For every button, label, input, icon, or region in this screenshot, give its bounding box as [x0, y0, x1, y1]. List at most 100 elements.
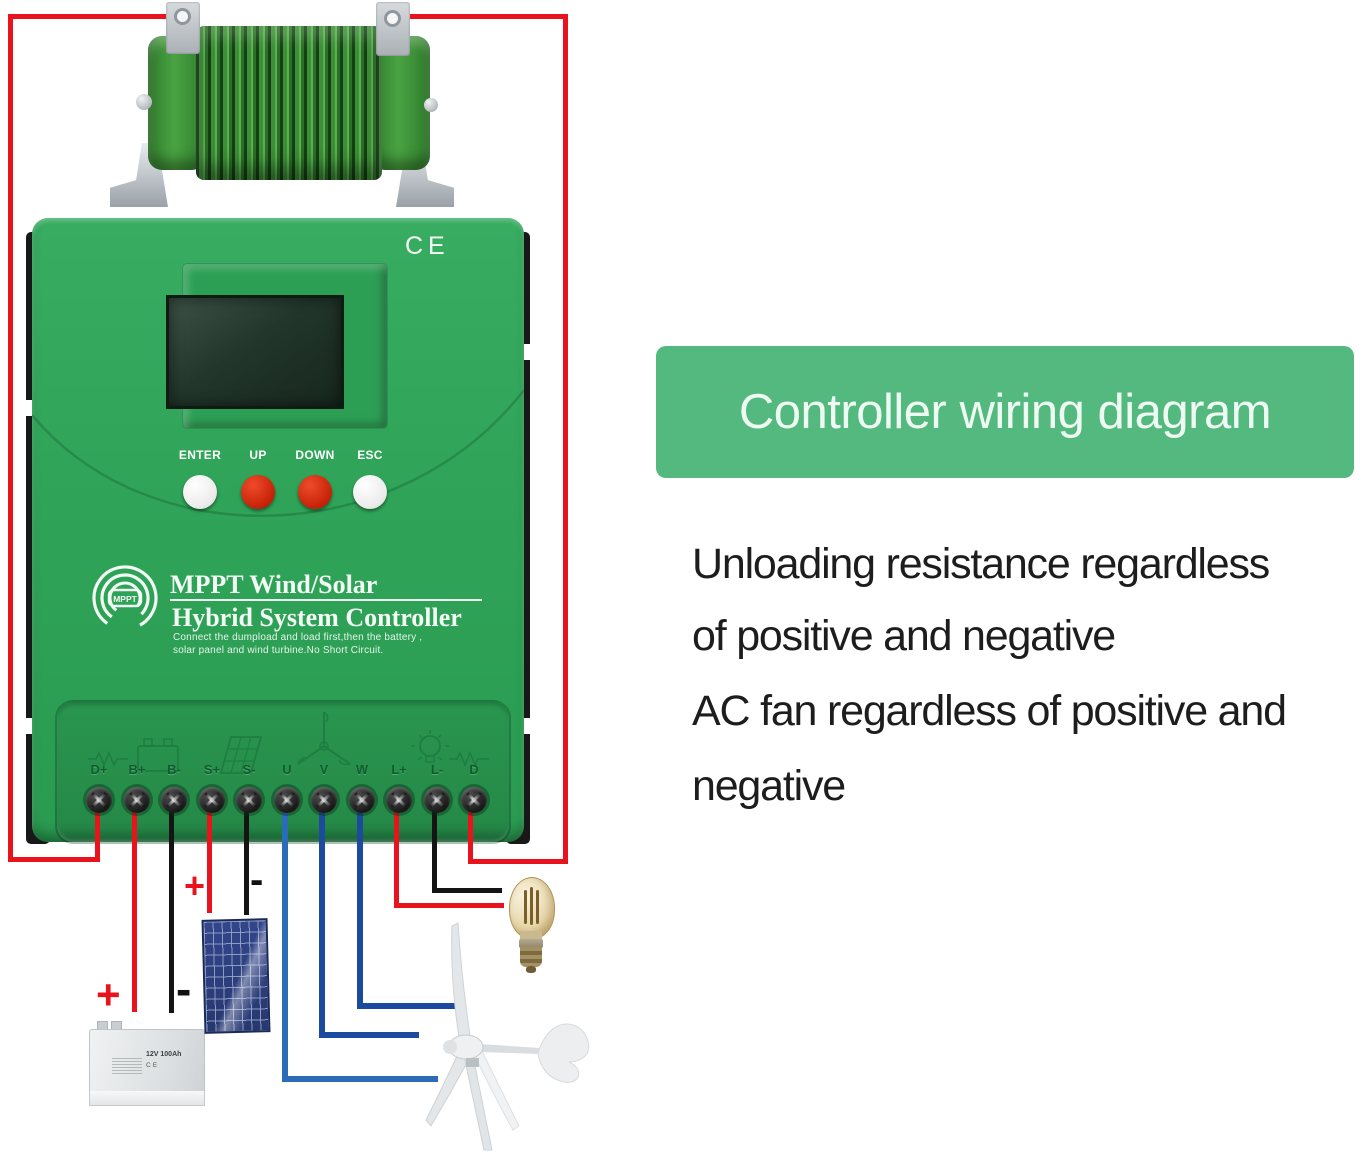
info-banner-title: Controller wiring diagram	[738, 385, 1272, 439]
terminal-label: S+	[203, 762, 221, 777]
enter-button-label: ENTER	[178, 448, 222, 462]
dump-load-resistor-icon	[449, 750, 489, 768]
wire-load-positive	[394, 903, 504, 908]
wire-dumpload-right	[468, 859, 568, 864]
info-text-line: AC fan regardless of positive and	[692, 687, 1287, 735]
up-button-label: UP	[249, 448, 267, 462]
mppt-logo-text: MPPT	[113, 594, 137, 604]
resistor-end-screw	[136, 94, 152, 110]
info-text-line: Unloading resistance regardless	[692, 540, 1270, 588]
terminal-label: S-	[242, 762, 256, 777]
bulb-neck	[520, 931, 542, 940]
lcd-screen	[166, 295, 344, 409]
wire-wind-w	[357, 1003, 457, 1009]
wire-dumpload-left	[8, 14, 13, 862]
terminal-label: W	[355, 762, 369, 777]
terminal-label: L+	[391, 762, 407, 777]
resistor-terminal-tab-left	[166, 2, 200, 54]
wire-load-positive	[394, 795, 399, 908]
terminal-label: B-	[167, 762, 181, 777]
terminal-screw[interactable]	[86, 787, 112, 813]
bulb-screw-base	[520, 947, 542, 967]
enter-button[interactable]	[183, 475, 217, 509]
bulb-filament	[524, 890, 527, 924]
bulb-base-band	[519, 939, 543, 948]
terminal-label: U	[282, 762, 292, 777]
wire-wind-u	[282, 1076, 438, 1082]
face-seam	[32, 389, 524, 517]
solar-panel	[201, 918, 271, 1034]
battery-fine-print	[112, 1058, 142, 1074]
wind-turbine	[425, 922, 590, 1151]
terminal-hole	[177, 11, 188, 22]
terminal-screw[interactable]	[161, 787, 187, 813]
terminal-hole	[387, 13, 398, 24]
brand-underline	[170, 599, 482, 601]
wind-turbine-icon	[297, 711, 351, 766]
mppt-logo-icon: MPPT	[92, 565, 158, 631]
solar-plus-sign: +	[184, 865, 206, 906]
wire-wind-v	[319, 1032, 419, 1038]
solar-panel-icon	[219, 736, 263, 774]
dump-load-resistor-icon	[88, 750, 128, 768]
wire-solar-positive	[207, 795, 212, 913]
wire-dumpload-right	[563, 14, 568, 864]
terminal-screw[interactable]	[124, 787, 150, 813]
resistor-end-screw	[424, 98, 438, 112]
wire-battery-positive	[132, 795, 137, 1012]
battery-icon	[137, 738, 179, 772]
terminal-label: D+	[90, 762, 108, 777]
info-text-line: negative	[692, 762, 846, 810]
wire-load-negative	[432, 888, 502, 893]
warning-note-line-2: solar panel and wind turbine.No Short Ci…	[173, 645, 384, 656]
wire-dumpload-right	[390, 14, 568, 19]
bulb-filament	[536, 890, 539, 924]
warning-note-line-1: Connect the dumpload and load first,then…	[173, 632, 423, 643]
bulb-filament	[530, 887, 533, 925]
wire-dumpload-left	[8, 857, 100, 862]
esc-button[interactable]	[353, 475, 387, 509]
brand-line-1: MPPT Wind/Solar	[170, 570, 378, 599]
wire-terminal-d	[468, 795, 473, 864]
up-button[interactable]	[241, 475, 275, 509]
wire-solar-negative	[244, 795, 249, 915]
solar-minus-sign: -	[250, 858, 264, 902]
down-button[interactable]	[298, 475, 332, 509]
terminal-screw[interactable]	[349, 787, 375, 813]
wire-wind-u	[282, 795, 288, 1082]
terminal-screw[interactable]	[274, 787, 300, 813]
terminal-label: V	[319, 762, 329, 777]
terminal-label: L-	[430, 762, 444, 777]
info-banner: Controller wiring diagram	[656, 346, 1354, 478]
bulb-contact-tip	[526, 966, 536, 973]
battery-label: 12V 100Ah	[146, 1051, 182, 1058]
ce-mark: CE	[405, 232, 450, 260]
battery-minus-sign: -	[176, 963, 192, 1015]
terminal-screw[interactable]	[311, 787, 337, 813]
wire-battery-negative	[169, 795, 174, 1013]
wire-load-negative	[432, 795, 437, 893]
battery-12v: 12V 100Ah CE	[89, 1029, 205, 1095]
wire-wind-v	[319, 795, 325, 1038]
terminal-screw[interactable]	[461, 787, 487, 813]
terminal-screw[interactable]	[424, 787, 450, 813]
esc-button-label: ESC	[357, 448, 383, 462]
battery-plus-sign: +	[96, 971, 121, 1018]
terminal-screw[interactable]	[199, 787, 225, 813]
terminal-screw[interactable]	[236, 787, 262, 813]
down-button-label: DOWN	[295, 448, 335, 462]
terminal-screw[interactable]	[386, 787, 412, 813]
wire-dumpload-left	[8, 14, 188, 19]
terminal-label: B+	[128, 762, 146, 777]
resistor-terminal-tab-right	[376, 2, 410, 56]
info-text-line: of positive and negative	[692, 612, 1116, 660]
wire-wind-w	[357, 795, 363, 1009]
wire-terminal-dplus	[95, 795, 100, 862]
load-lamp-icon	[411, 730, 449, 763]
controller-body: CE ENTER UP DOWN ESC MPPT MPPT Wind/Sola…	[32, 218, 524, 844]
dump-load-resistor-coil	[196, 26, 382, 180]
battery-base	[89, 1091, 205, 1106]
battery-ce-mark: CE	[146, 1062, 160, 1069]
terminal-label: D	[469, 762, 479, 777]
